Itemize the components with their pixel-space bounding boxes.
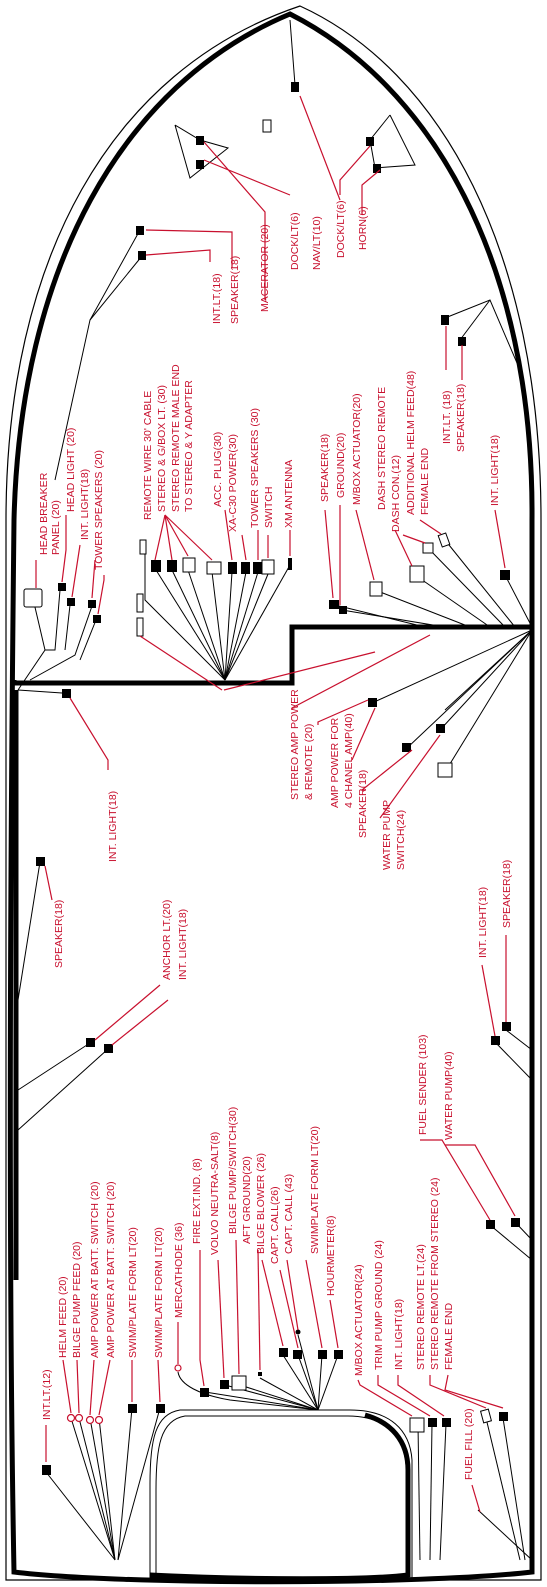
label-and-remote: & REMOTE (20) <box>303 724 315 800</box>
helm-leaders <box>223 505 506 819</box>
label-int-lt-12: INT.LT.(12) <box>41 1369 53 1420</box>
label-amp-power-for: AMP POWER FOR <box>329 717 341 808</box>
stereo-wiring <box>144 540 291 681</box>
label-xa-c30: XA-C30 POWER(30) <box>227 434 239 532</box>
label-tower-speakers-30: TOWER SPEAKERS (30) <box>249 408 261 528</box>
stern-leaders <box>45 1239 504 1462</box>
bow-connectors <box>136 82 466 346</box>
label-additional-helm-feed: ADDITIONAL HELM FEED(48) <box>405 371 417 515</box>
label-int-light-port-aft: INT. LIGHT(18) <box>177 909 189 980</box>
label-anchor-lt: ANCHOR LT.(20) <box>161 900 173 980</box>
stereo-leaders <box>139 509 291 691</box>
label-bilge-pump-feed: BILGE PUMP FEED (20) <box>71 1241 83 1358</box>
label-nav-lt: NAV/LT(10) <box>311 216 323 270</box>
label-bilge-pump-switch: BILGE PUMP/SWITCH(30) <box>227 1107 239 1234</box>
label-stereo-gbox: STEREO & G/BOX LT. (30) <box>156 385 168 512</box>
label-dash-con: DASH CON.(12) <box>390 455 402 532</box>
label-mbox-actuator-helm: M/BOX ACTUATOR(20) <box>351 393 363 505</box>
label-volvo-neutra: VOLVO NEUTRA-SALT(8) <box>209 1132 221 1255</box>
label-water-pump-switch-2: SWITCH(24) <box>395 810 407 870</box>
label-helm-feed: HELM FEED (20) <box>57 1276 69 1358</box>
label-to-stereo-adapter: TO STEREO & Y ADAPTER <box>183 380 195 512</box>
label-speaker-port: SPEAKER(18) <box>53 900 65 968</box>
label-water-pump: WATER PUMP(40) <box>443 1051 455 1140</box>
label-stereo-remote-from: STEREO REMOTE FROM STEREO (24) <box>429 1177 441 1370</box>
label-four-chanel-amp: 4 CHANEL AMP(40) <box>343 713 355 808</box>
hull-outline <box>5 5 542 1581</box>
helm-wiring <box>334 539 533 773</box>
label-dock-lt-left: DOCK/LT(6) <box>289 212 301 270</box>
label-swim-form-1: SWIM/PLATE FORM LT(20) <box>127 1227 139 1358</box>
label-female-end-aft: FEMALE END <box>443 1302 455 1370</box>
label-trim-pump-ground: TRIM PUMP GROUND (24) <box>373 1240 385 1370</box>
label-amp-batt-2: AMP POWER AT BATT. SWITCH (20) <box>105 1181 117 1358</box>
label-bilge-blower: BILGE BLOWER (26) <box>255 1153 267 1254</box>
label-capt-call-26: CAPT. CALL(26) <box>269 1186 281 1264</box>
label-int-light-stbd-aft: INT. LIGHT(18) <box>477 887 489 958</box>
label-int-lt-fwd: INT.LT.(18) <box>211 273 223 324</box>
stbd-aft-connectors <box>486 1022 520 1229</box>
label-capt-call-43: CAPT. CALL (43) <box>283 1174 295 1254</box>
label-swim-form-2: SWIM/PLATE FORM LT(20) <box>153 1227 165 1358</box>
hatch-square <box>262 119 272 133</box>
label-remote-wire: REMOTE WIRE 30' CABLE <box>142 391 154 520</box>
label-stereo-amp-power: STEREO AMP POWER <box>289 689 301 800</box>
label-head-light: HEAD LIGHT (20) <box>65 428 77 512</box>
head-leaders <box>35 515 105 615</box>
label-speaker-stbd-aft: SPEAKER(18) <box>501 860 513 928</box>
label-tower-speakers-head: TOWER SPEAKERS (20) <box>93 450 105 570</box>
helm-connectors <box>329 532 510 778</box>
label-female-end-helm: FEMALE END <box>419 447 431 515</box>
label-int-light-port-mid: INT. LIGHT(18) <box>107 791 119 862</box>
label-speaker-mid: SPEAKER(18) <box>357 770 369 838</box>
label-dock-lt-right: DOCK/LT(6) <box>335 200 347 258</box>
engine-box <box>149 1409 413 1582</box>
label-speaker-helm: SPEAKER(18) <box>319 434 331 502</box>
label-head-breaker-1: HEAD BREAKER <box>38 472 50 555</box>
main-harness <box>11 624 532 686</box>
hull-gunwale <box>7 11 535 1585</box>
port-mid-connectors <box>36 689 113 1053</box>
label-head-breaker-2: PANEL (20) <box>50 500 62 555</box>
label-speaker-stbd: SPEAKER(18) <box>455 384 467 452</box>
label-aft-ground: AFT GROUND(20) <box>241 1156 253 1244</box>
label-fuel-fill: FUEL FILL (20) <box>463 1408 475 1480</box>
stereo-connectors <box>136 539 292 637</box>
bow-leaders <box>145 95 463 380</box>
stbd-aft-leaders <box>420 935 516 1513</box>
label-xm-antenna: XM ANTENNA <box>283 460 295 528</box>
label-macerator: MACERATOR (20) <box>259 224 271 312</box>
label-int-light-head: INT. LIGHT(18) <box>79 469 91 540</box>
label-ground-helm: GROUND(20) <box>335 433 347 498</box>
label-swim-form-3: SWIMPLATE FORM LT(20) <box>309 1126 321 1254</box>
label-fuel-sender: FUEL SENDER (103) <box>417 1034 429 1135</box>
label-stereo-remote-male: STEREO REMOTE MALE END <box>170 364 182 512</box>
label-int-light-stbd: INT. LIGHT(18) <box>489 435 501 506</box>
port-mid-leaders <box>44 697 169 1046</box>
label-speaker-fwd: SPEAKER(18) <box>229 256 241 324</box>
label-mbox-actuator-aft: M/BOX ACTUATOR(24) <box>353 1264 365 1376</box>
label-int-lt-stbd: INT.LT. (18) <box>441 391 453 444</box>
head-wiring <box>17 589 97 691</box>
label-mercathode: MERCATHODE (36) <box>173 1223 185 1318</box>
label-acc-plug: ACC. PLUG(30) <box>212 432 224 507</box>
stern-connectors <box>42 1329 508 1475</box>
label-amp-batt-1: AMP POWER AT BATT. SWITCH (20) <box>89 1181 101 1358</box>
label-fire-ext: FIRE EXT.IND. (8) <box>191 1158 203 1244</box>
label-switch: SWITCH <box>263 487 275 528</box>
stbd-aft-wiring <box>477 1029 533 1561</box>
stern-wiring <box>45 1334 526 1561</box>
label-hourmeter: HOURMETER(8) <box>325 1216 337 1297</box>
head-connectors <box>23 583 101 623</box>
label-dash-stereo-remote: DASH STEREO REMOTE <box>376 387 388 510</box>
label-stereo-remote-lt: STEREO REMOTE LT.(24) <box>415 1244 427 1370</box>
label-horn: HORN(6) <box>357 206 369 250</box>
label-water-pump-switch-1: WATER PUMP <box>381 800 393 870</box>
port-mid-wiring <box>17 689 109 1131</box>
label-int-light-aft: INT. LIGHT(18) <box>393 1299 405 1370</box>
